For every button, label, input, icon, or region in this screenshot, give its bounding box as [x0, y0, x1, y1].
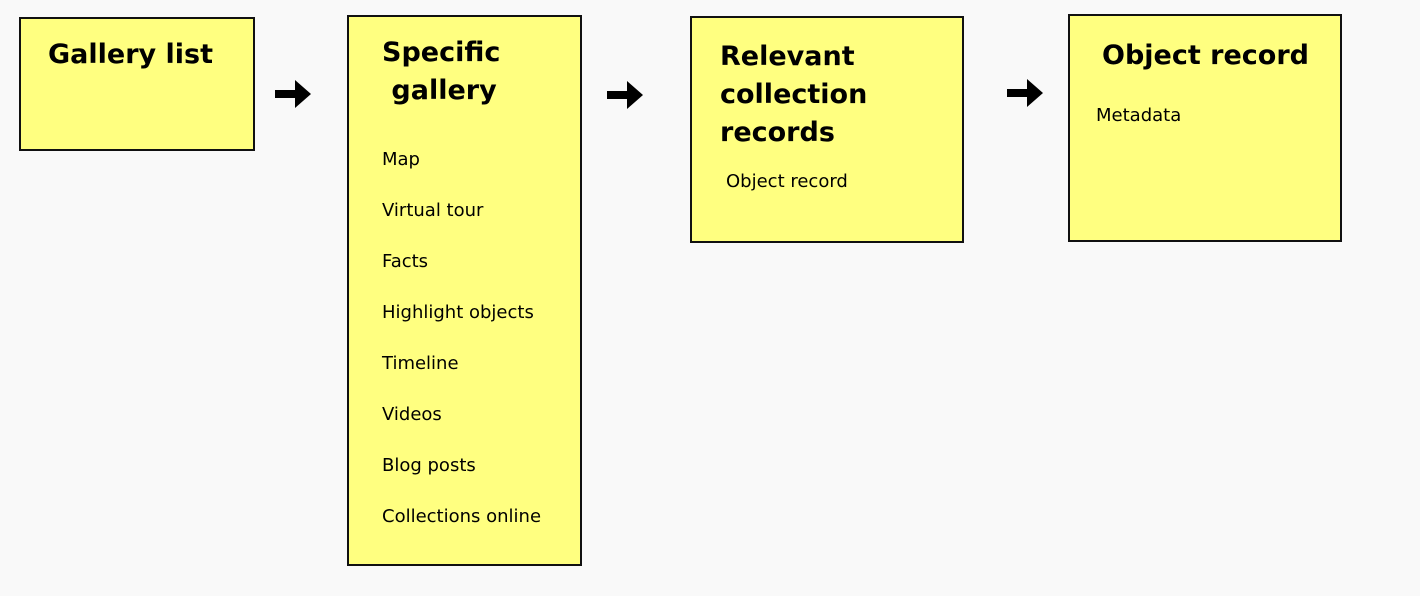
- right-arrow-icon: [275, 80, 311, 108]
- card-title-specific-gallery: Specific gallery: [382, 37, 501, 106]
- card-item-object-record: Object record: [726, 171, 848, 192]
- list-item-highlight-objects: Highlight objects: [382, 302, 534, 323]
- list-item-facts: Facts: [382, 251, 429, 272]
- list-item-collections-online: Collections online: [382, 506, 542, 527]
- list-item-map: Map: [382, 149, 420, 170]
- list-item-virtual-tour: Virtual tour: [382, 200, 484, 221]
- card-title-gallery-list: Gallery list: [48, 39, 214, 70]
- card-object-record: Object record Metadata: [1068, 14, 1342, 242]
- right-arrow-icon: [607, 81, 643, 109]
- card-specific-gallery: Specific gallery Map Virtual tour Facts …: [347, 15, 582, 566]
- list-item-videos: Videos: [382, 404, 442, 425]
- specific-gallery-item-list: Map Virtual tour Facts Highlight objects…: [382, 149, 541, 557]
- list-item-timeline: Timeline: [382, 353, 459, 374]
- card-item-metadata: Metadata: [1096, 105, 1182, 126]
- card-title-object-record: Object record: [1102, 40, 1309, 71]
- card-gallery-list: Gallery list: [19, 17, 255, 151]
- card-title-relevant-collection-records: Relevant collection records: [720, 41, 868, 148]
- list-item-blog-posts: Blog posts: [382, 455, 476, 476]
- card-relevant-collection-records: Relevant collection records Object recor…: [690, 16, 964, 243]
- right-arrow-icon: [1007, 79, 1043, 107]
